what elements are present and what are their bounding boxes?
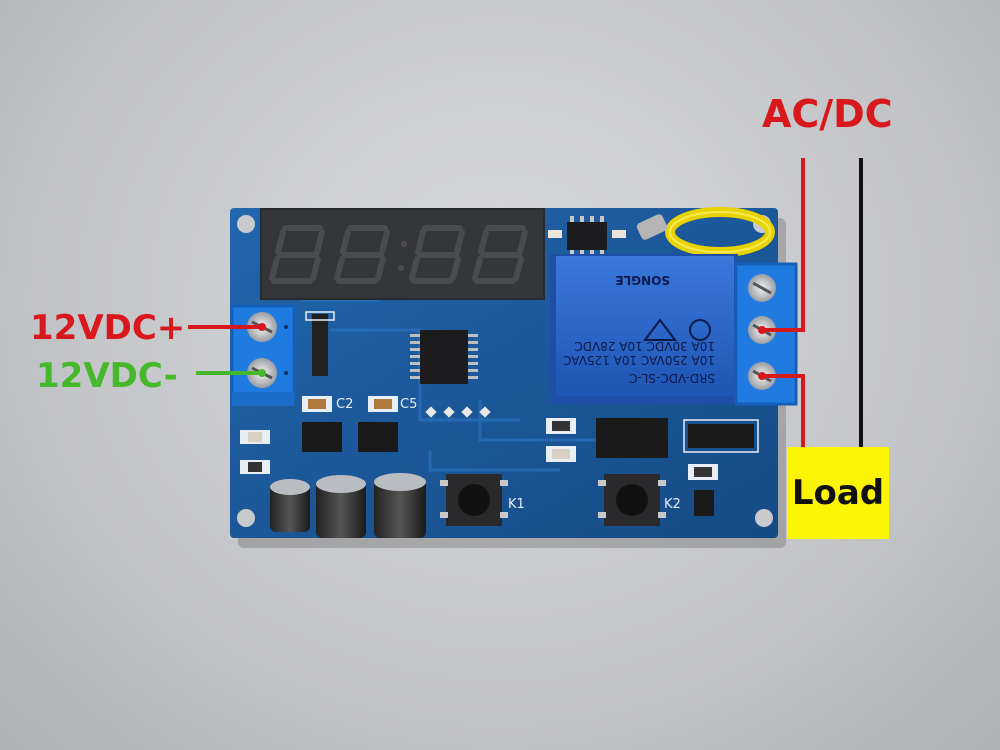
- relay-brand-text: SONGLE: [615, 273, 670, 287]
- relay-rating-text-2: 10A 30VDC 10A 28VDC: [574, 339, 715, 353]
- silk-c2: C2: [336, 397, 353, 412]
- push-button-k2: [598, 474, 666, 526]
- silk-k2: K2: [664, 497, 681, 512]
- label-load: Load: [791, 473, 885, 513]
- seven-segment-display: [260, 208, 545, 300]
- wire-to-load: [762, 374, 805, 447]
- load-box: Load: [787, 447, 889, 539]
- silk-k1: K1: [508, 497, 525, 512]
- label-12vdc-plus: 12VDC+: [30, 308, 186, 348]
- wire-acdc-line: [762, 158, 805, 332]
- yellow-coil: [636, 207, 775, 257]
- wires: [188, 158, 863, 447]
- silk-c5: C5: [400, 397, 417, 412]
- terminal-block-power: [230, 304, 296, 406]
- smd-components: [240, 311, 759, 516]
- relay-rating-text-1: 10A 250VAC 10A 125VAC: [563, 353, 715, 367]
- capacitors: [270, 473, 426, 538]
- relay: SRD-VDC-SL-C 10A 250VAC 10A 125VAC 10A 3…: [550, 254, 738, 404]
- ic-chip-main: [410, 330, 491, 418]
- terminal-block-relay: [734, 262, 798, 406]
- push-button-k1: [440, 474, 508, 526]
- label-acdc: AC/DC: [762, 92, 893, 136]
- mounting-holes: [237, 215, 773, 527]
- relay-model-text: SRD-VDC-SL-C: [629, 371, 715, 385]
- label-12vdc-minus: 12VDC-: [36, 356, 178, 396]
- ic-chip-small: [548, 216, 626, 256]
